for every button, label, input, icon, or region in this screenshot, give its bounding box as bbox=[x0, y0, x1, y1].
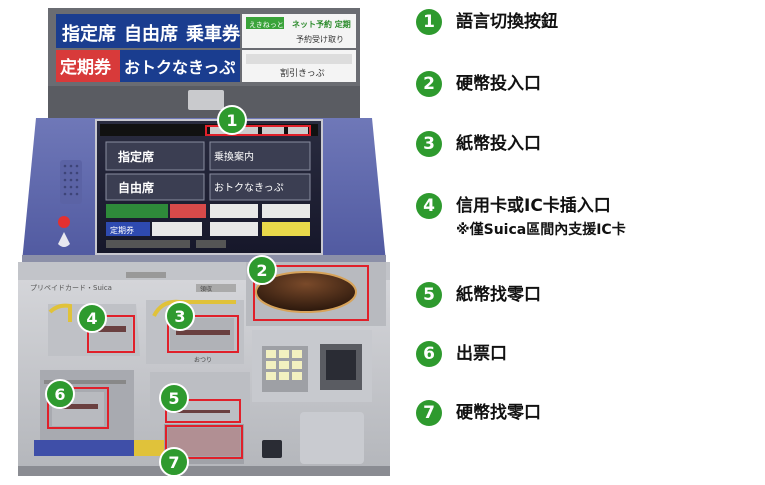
screen-btn-unreserved: 自由席 bbox=[118, 180, 154, 195]
marker-6: 6 bbox=[45, 379, 75, 409]
legend-number-7: 7 bbox=[416, 400, 442, 426]
legend-label-3: 紙幣投入口 bbox=[456, 134, 541, 154]
screen-btn-commuter: 定期券 bbox=[110, 225, 134, 235]
coin-slot-highlight bbox=[253, 265, 369, 321]
marker-4: 4 bbox=[77, 303, 107, 333]
legend-item-6: 6 出票口 bbox=[416, 341, 507, 367]
legend-item-3: 3 紙幣投入口 bbox=[416, 131, 541, 157]
legend-label-2: 硬幣投入口 bbox=[456, 74, 541, 94]
sign-discount: おトクなきっぷ bbox=[124, 58, 235, 77]
svg-text:2: 2 bbox=[256, 261, 267, 280]
screen-btn-route: 乗換案内 bbox=[214, 150, 254, 163]
svg-text:3: 3 bbox=[174, 307, 185, 326]
svg-text:1: 1 bbox=[226, 111, 237, 130]
legend-number-6: 6 bbox=[416, 341, 442, 367]
screen-btn-discount: おトクなきっぷ bbox=[214, 182, 284, 194]
header-button bbox=[188, 90, 224, 110]
sign-discount-ticket: 割引きっぷ bbox=[280, 67, 325, 79]
screen-btn-reserved: 指定席 bbox=[118, 149, 154, 164]
legend-item-2: 2 硬幣投入口 bbox=[416, 71, 541, 97]
marker-5: 5 bbox=[159, 383, 189, 413]
bill-change-highlight bbox=[165, 399, 241, 423]
marker-2: 2 bbox=[247, 255, 277, 285]
bill-slot-highlight bbox=[167, 315, 239, 353]
machine-base bbox=[18, 466, 390, 476]
legend-label-1: 語言切換按鈕 bbox=[456, 12, 558, 32]
sign-pickup: 予約受け取り bbox=[296, 34, 344, 44]
legend-number-1: 1 bbox=[416, 9, 442, 35]
speaker-grill bbox=[60, 160, 82, 204]
card-slot-label: プリペイドカード・Suica bbox=[30, 284, 112, 292]
legend-note-4: ※僅Suica區間內支援IC卡 bbox=[456, 222, 626, 238]
marker-7: 7 bbox=[159, 447, 189, 477]
sign-reserved: 指定席 bbox=[62, 23, 116, 45]
ticket-machine-illustration: 指定席 自由席 乗車券 定期券 おトクなきっぷ えきねっと ネット予約 定期 予… bbox=[18, 8, 390, 477]
legend-label-6: 出票口 bbox=[456, 344, 507, 364]
marker-1: 1 bbox=[217, 105, 247, 135]
legend-number-2: 2 bbox=[416, 71, 442, 97]
card-slot-highlight bbox=[87, 315, 135, 353]
marker-3: 3 bbox=[165, 301, 195, 331]
legend-item-4: 4 信用卡或IC卡插入口 ※僅Suica區間內支援IC卡 bbox=[416, 193, 626, 241]
legend-label-7: 硬幣找零口 bbox=[456, 403, 541, 423]
change-label: おつり bbox=[194, 357, 212, 364]
sign-commuter: 定期券 bbox=[60, 57, 112, 78]
sign-panel: 指定席 自由席 乗車券 定期券 おトクなきっぷ えきねっと ネット予約 定期 予… bbox=[56, 14, 356, 82]
legend-number-5: 5 bbox=[416, 282, 442, 308]
sign-unreserved: 自由席 bbox=[124, 23, 178, 45]
legend-number-4: 4 bbox=[416, 193, 442, 219]
legend-label-4-wrap: 信用卡或IC卡插入口 ※僅Suica區間內支援IC卡 bbox=[456, 193, 626, 241]
touch-screen: 指定席 乗換案内 自由席 おトクなきっぷ 定期券 bbox=[95, 119, 323, 255]
svg-text:5: 5 bbox=[168, 389, 179, 408]
keypad-area bbox=[252, 330, 372, 402]
svg-text:6: 6 bbox=[54, 385, 65, 404]
sign-net-reserve: ネット予約 定期 bbox=[292, 19, 351, 29]
legend-item-7: 7 硬幣找零口 bbox=[416, 400, 541, 426]
ticket-output-highlight bbox=[47, 387, 109, 429]
coin-slot bbox=[246, 262, 386, 326]
sign-ekinet: えきねっと bbox=[249, 21, 284, 29]
svg-text:7: 7 bbox=[168, 453, 179, 472]
coin-change-highlight bbox=[165, 425, 243, 459]
call-button bbox=[58, 216, 70, 228]
cancel-droplet-icon bbox=[58, 232, 70, 247]
legend-item-1: 1 語言切換按鈕 bbox=[416, 9, 558, 35]
language-buttons-highlight bbox=[205, 125, 311, 136]
legend-item-5: 5 紙幣找零口 bbox=[416, 282, 541, 308]
sign-ticket: 乗車券 bbox=[186, 23, 241, 45]
bill-slot: おつり bbox=[146, 299, 244, 364]
legend-number-3: 3 bbox=[416, 131, 442, 157]
legend-label-4: 信用卡或IC卡插入口 bbox=[456, 196, 611, 216]
svg-text:4: 4 bbox=[86, 309, 97, 328]
legend-label-5: 紙幣找零口 bbox=[456, 285, 541, 305]
legend: 1 語言切換按鈕 2 硬幣投入口 3 紙幣投入口 4 信用卡或IC卡插入口 ※僅… bbox=[416, 0, 761, 485]
receipt-label: 領収 bbox=[200, 285, 212, 293]
